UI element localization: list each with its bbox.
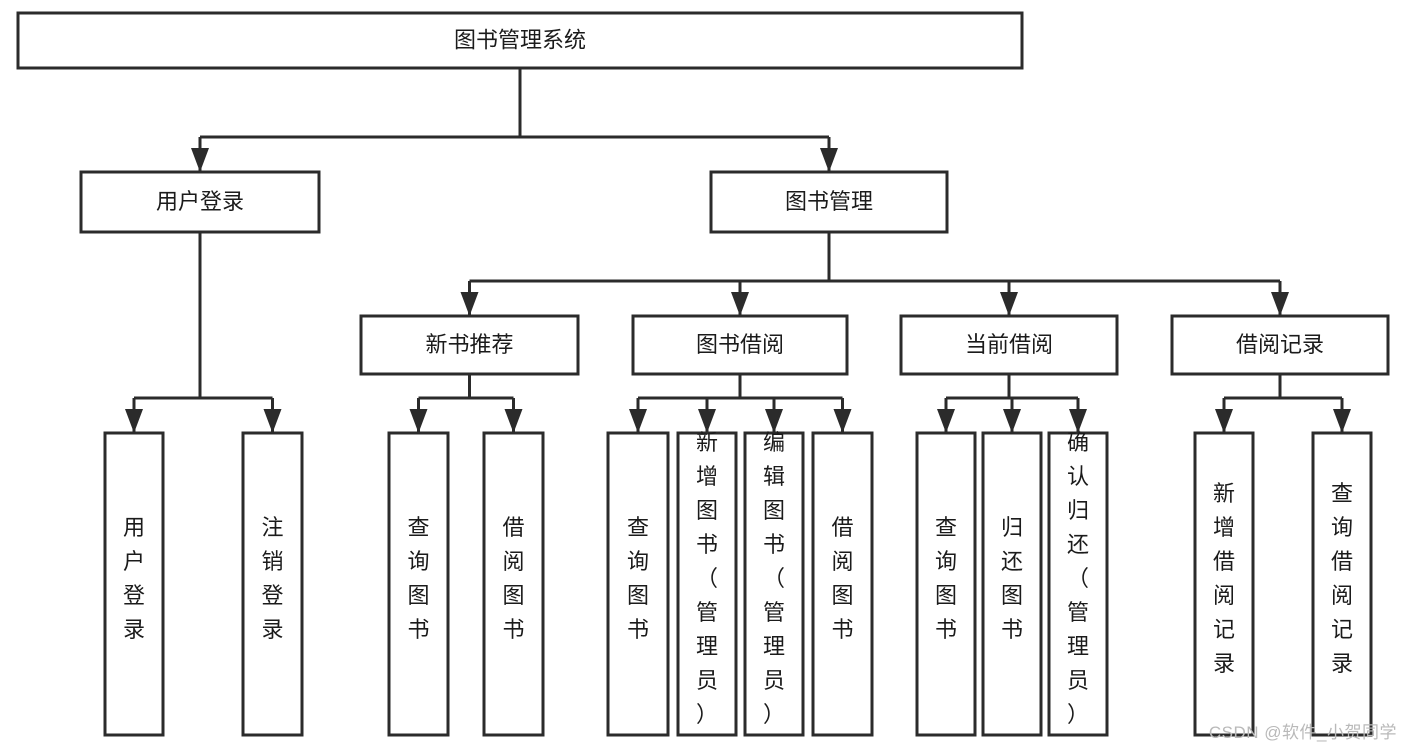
node-box bbox=[482, 431, 545, 737]
node-root[interactable]: 图书管理系统 bbox=[16, 11, 1024, 70]
node-label: 查询借阅记录 bbox=[1331, 481, 1353, 676]
node-current-borrow[interactable]: 当前借阅 bbox=[899, 314, 1119, 376]
edges-layer bbox=[125, 68, 1351, 433]
arrow-head-icon bbox=[460, 292, 479, 316]
arrow-head-icon bbox=[1000, 292, 1018, 316]
node-label: 归还图书 bbox=[1001, 515, 1023, 642]
node-leaf-borrow-book-2[interactable]: 借阅图书 bbox=[811, 431, 874, 737]
node-box bbox=[359, 314, 580, 376]
node-label: 注销登录 bbox=[261, 515, 283, 642]
node-label: 当前借阅 bbox=[965, 332, 1053, 357]
node-label: 图书管理系统 bbox=[454, 27, 586, 52]
node-box bbox=[899, 314, 1119, 376]
node-box bbox=[1170, 314, 1390, 376]
node-box bbox=[981, 431, 1043, 737]
arrow-head-icon bbox=[1333, 409, 1351, 433]
node-label: 新书推荐 bbox=[425, 332, 513, 357]
node-leaf-edit-book[interactable]: 编辑图书（管理员） bbox=[743, 430, 805, 737]
node-new-book-recommend[interactable]: 新书推荐 bbox=[359, 314, 580, 376]
node-box bbox=[79, 170, 321, 234]
node-user-login[interactable]: 用户登录 bbox=[79, 170, 321, 234]
arrow-head-icon bbox=[629, 409, 647, 433]
node-box bbox=[709, 170, 949, 234]
node-leaf-query-book-3[interactable]: 查询图书 bbox=[915, 431, 977, 737]
node-book-borrow[interactable]: 图书借阅 bbox=[631, 314, 849, 376]
node-leaf-query-record[interactable]: 查询借阅记录 bbox=[1311, 431, 1373, 737]
node-leaf-borrow-book-1[interactable]: 借阅图书 bbox=[482, 431, 545, 737]
arrow-head-icon bbox=[1069, 409, 1087, 433]
node-label: 借阅记录 bbox=[1236, 332, 1324, 357]
node-label: 新增借阅记录 bbox=[1213, 481, 1235, 676]
node-label: 编辑图书（管理员） bbox=[763, 430, 785, 727]
node-box bbox=[606, 431, 670, 737]
arrow-head-icon bbox=[820, 148, 838, 172]
node-box bbox=[387, 431, 450, 737]
node-leaf-query-book-1[interactable]: 查询图书 bbox=[387, 431, 450, 737]
node-leaf-logout[interactable]: 注销登录 bbox=[241, 431, 304, 737]
node-leaf-query-book-2[interactable]: 查询图书 bbox=[606, 431, 670, 737]
node-label: 用户登录 bbox=[123, 515, 145, 642]
node-box bbox=[241, 431, 304, 737]
node-leaf-confirm-return[interactable]: 确认归还（管理员） bbox=[1047, 430, 1109, 737]
nodes-layer: 图书管理系统用户登录图书管理新书推荐图书借阅当前借阅借阅记录用户登录注销登录查询… bbox=[16, 11, 1390, 737]
arrow-head-icon bbox=[125, 409, 143, 433]
node-label: 借阅图书 bbox=[502, 515, 524, 642]
node-label: 查询图书 bbox=[935, 515, 957, 642]
arrow-head-icon bbox=[409, 409, 428, 433]
node-book-manage[interactable]: 图书管理 bbox=[709, 170, 949, 234]
node-leaf-add-book[interactable]: 新增图书（管理员） bbox=[676, 430, 738, 737]
node-box bbox=[103, 431, 165, 737]
node-borrow-record[interactable]: 借阅记录 bbox=[1170, 314, 1390, 376]
node-leaf-add-record[interactable]: 新增借阅记录 bbox=[1193, 431, 1255, 737]
node-box bbox=[811, 431, 874, 737]
node-label: 查询图书 bbox=[627, 515, 649, 642]
node-label: 查询图书 bbox=[407, 515, 429, 642]
arrow-head-icon bbox=[698, 409, 716, 433]
node-label: 用户登录 bbox=[156, 189, 244, 214]
node-box bbox=[1311, 431, 1373, 737]
node-label: 图书借阅 bbox=[696, 332, 784, 357]
arrow-head-icon bbox=[504, 409, 523, 433]
node-box bbox=[16, 11, 1024, 70]
arrow-head-icon bbox=[1271, 292, 1289, 316]
watermark-text: CSDN @软件_小贺同学 bbox=[1208, 723, 1397, 742]
arrow-head-icon bbox=[1003, 409, 1021, 433]
arrow-head-icon bbox=[731, 292, 749, 316]
node-label: 图书管理 bbox=[785, 189, 873, 214]
node-label: 确认归还（管理员） bbox=[1067, 430, 1089, 727]
node-box bbox=[915, 431, 977, 737]
node-box bbox=[631, 314, 849, 376]
node-box bbox=[743, 431, 805, 737]
node-leaf-return-book[interactable]: 归还图书 bbox=[981, 431, 1043, 737]
node-label: 借阅图书 bbox=[831, 515, 853, 642]
node-box bbox=[1193, 431, 1255, 737]
arrow-head-icon bbox=[833, 409, 852, 433]
arrow-head-icon bbox=[937, 409, 955, 433]
node-label: 新增图书（管理员） bbox=[696, 430, 718, 727]
node-leaf-user-login[interactable]: 用户登录 bbox=[103, 431, 165, 737]
arrow-head-icon bbox=[191, 148, 209, 172]
arrow-head-icon bbox=[1215, 409, 1233, 433]
arrow-head-icon bbox=[765, 409, 783, 433]
node-box bbox=[676, 431, 738, 737]
arrow-head-icon bbox=[263, 409, 282, 433]
node-box bbox=[1047, 431, 1109, 737]
